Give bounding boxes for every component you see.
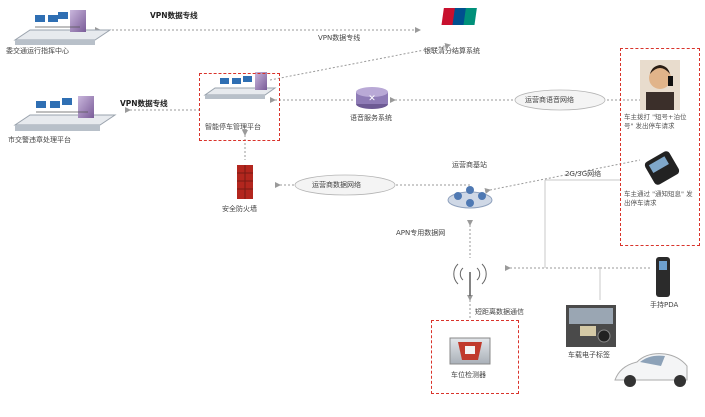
operator-voice-net-label: 运营商语音网络 bbox=[525, 96, 574, 104]
parking-platform-label: 智能停车管理平台 bbox=[205, 123, 261, 131]
apn-network-label: APN专用数据网 bbox=[396, 229, 446, 237]
driver-call-label: 车主拨打 "短号+泊位号" 发出停车请求 bbox=[624, 113, 687, 130]
handheld-pda-label: 手持PDA bbox=[650, 301, 679, 309]
vehicle-detector-box bbox=[431, 320, 519, 394]
svg-text:✕: ✕ bbox=[368, 94, 376, 104]
antenna-icon bbox=[453, 263, 487, 296]
vehicle-plate-label: 车载电子标签 bbox=[568, 351, 610, 359]
traffic-center-label: 委交通运行指挥中心 bbox=[6, 47, 69, 55]
sms-request-label: 车主通过 "通知短息" 发出停车请求 bbox=[624, 190, 693, 207]
operator-base-label: 运营商基站 bbox=[452, 161, 487, 169]
pda-icon bbox=[656, 257, 670, 297]
unionpay-system-label: 银联清分结算系统 bbox=[424, 47, 480, 55]
parking-platform-box bbox=[199, 73, 280, 141]
city-platform-label: 市交警违章处理平台 bbox=[8, 136, 71, 144]
vpn-line-left-label: VPN数据专线 bbox=[120, 99, 168, 108]
detector-icon bbox=[449, 337, 491, 365]
cloud-icon bbox=[294, 89, 606, 196]
dashboard-photo-icon bbox=[566, 305, 616, 347]
traffic-center-server-icon bbox=[13, 10, 112, 45]
voice-system-label: 语音服务系统 bbox=[350, 114, 392, 122]
firewall-icon bbox=[237, 165, 253, 199]
parking-platform-server-icon bbox=[203, 72, 277, 99]
vehicle-detector-label: 车位检测器 bbox=[451, 371, 486, 379]
firewall-label: 安全防火墙 bbox=[222, 205, 257, 213]
user-request-box bbox=[620, 48, 700, 246]
short-range-comm-label: 短距离数据通信 bbox=[475, 308, 524, 316]
operator-data-net-label: 运营商数据网络 bbox=[312, 181, 361, 189]
unionpay-logo-icon bbox=[441, 8, 477, 25]
voice-router-icon: ✕ bbox=[356, 87, 388, 109]
phone-person-icon bbox=[640, 60, 680, 110]
base-station-icon bbox=[447, 186, 493, 209]
car-icon bbox=[614, 353, 688, 387]
sms-phone-icon bbox=[644, 151, 680, 185]
vpn-line-top-label: VPN数据专线 bbox=[150, 11, 198, 20]
network-3g-label: 2G/3G网络 bbox=[565, 170, 602, 178]
vpn-line-mid-label: VPN数据专线 bbox=[318, 34, 361, 42]
city-platform-server-icon bbox=[13, 96, 117, 131]
